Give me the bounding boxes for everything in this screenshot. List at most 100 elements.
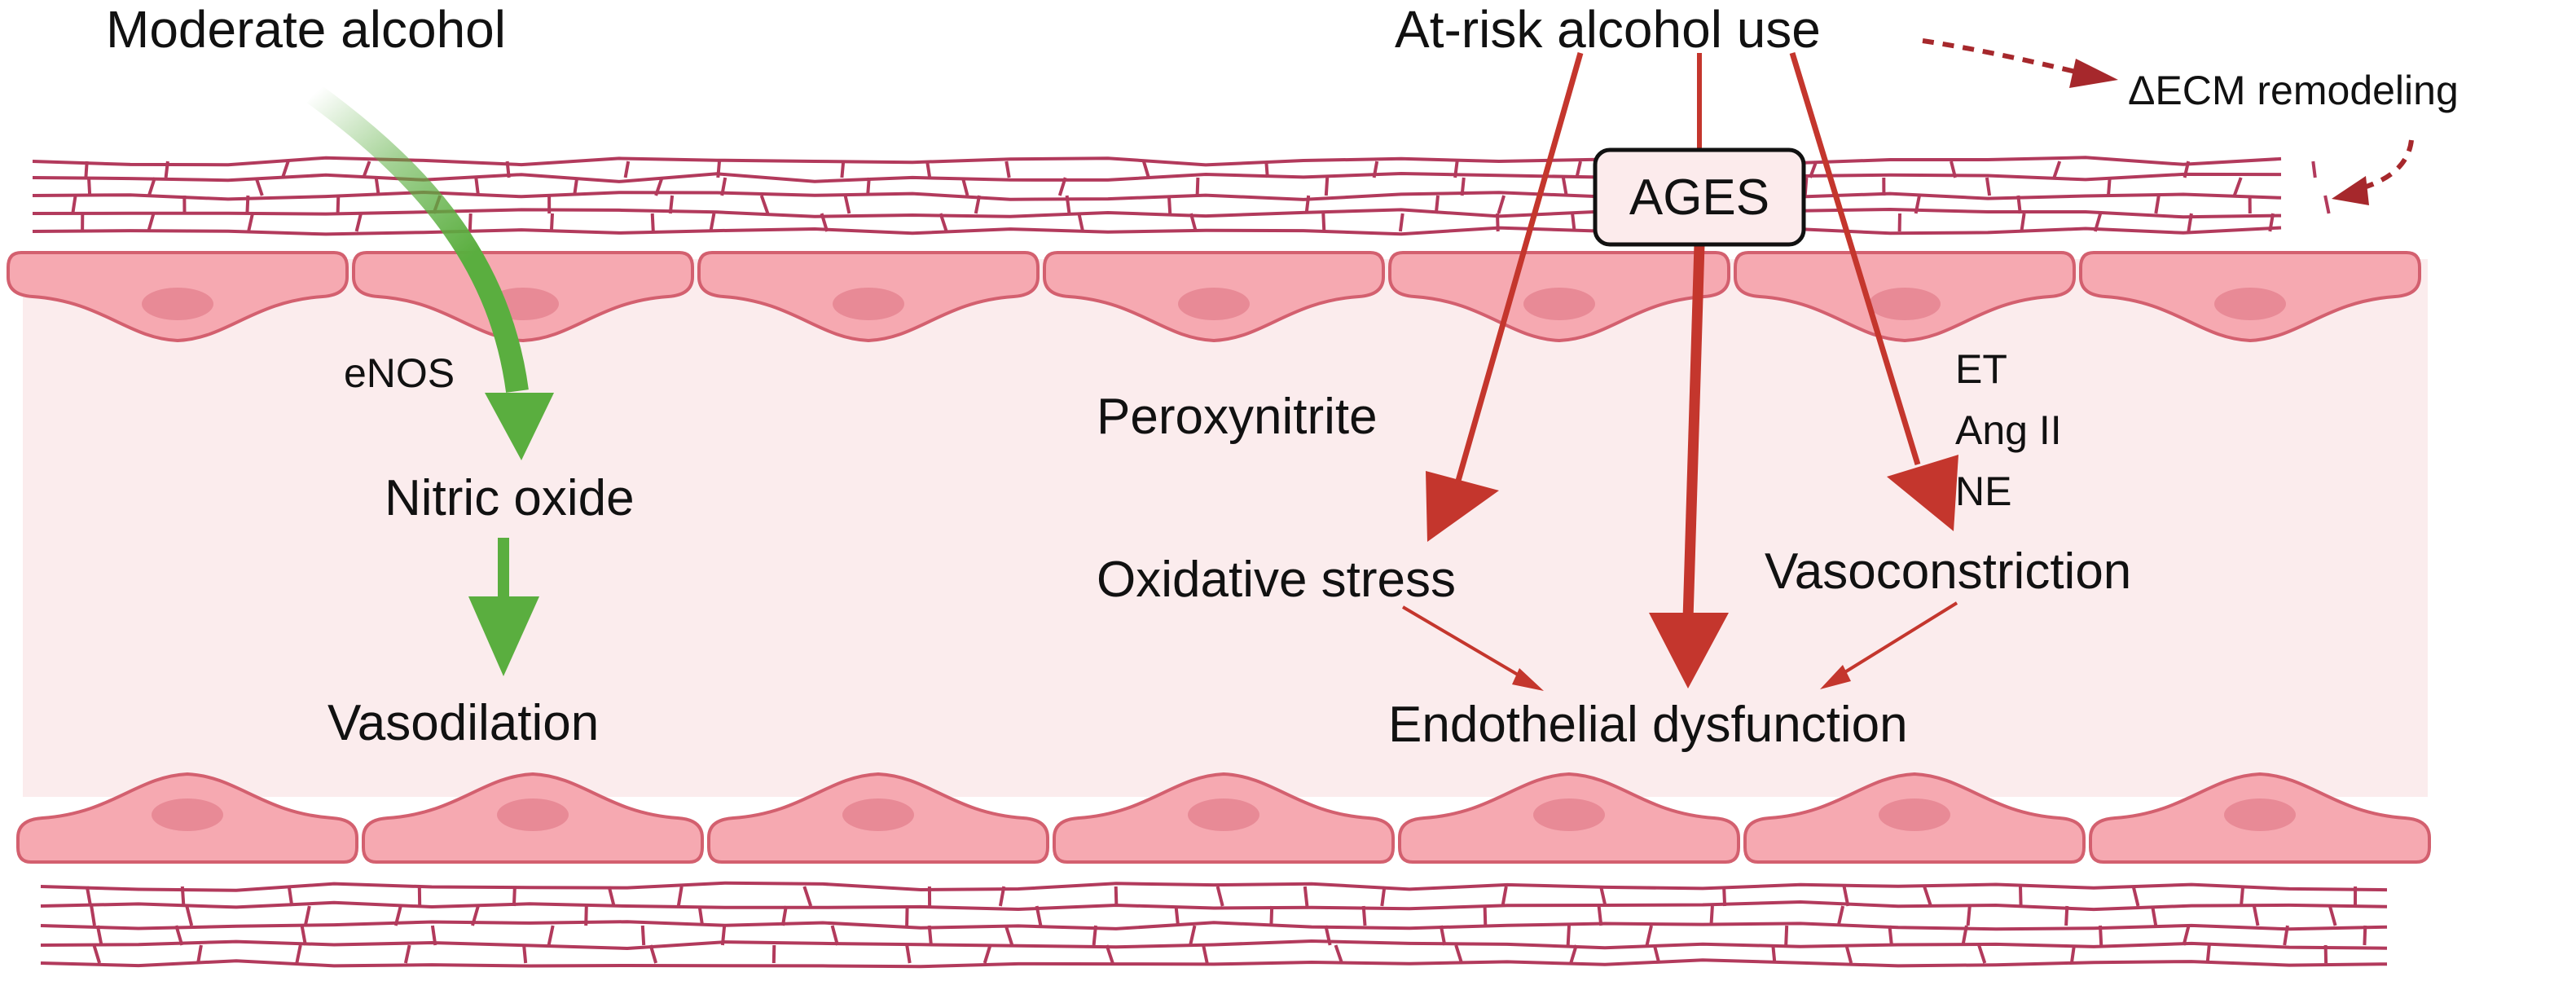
ecm-crosslink xyxy=(362,161,371,178)
ecm-crosslink xyxy=(830,925,839,946)
ecm-crosslink xyxy=(905,944,912,964)
ecm-crosslink xyxy=(336,195,341,214)
ecm-crosslink xyxy=(303,905,311,926)
ecm-crosslink xyxy=(1561,177,1568,196)
ecm-crosslink xyxy=(607,886,616,907)
ecm-crosslink xyxy=(287,886,294,907)
cell-nucleus xyxy=(2224,798,2296,831)
oxidative-stress-arrowhead xyxy=(1426,471,1499,542)
ecm-crosslink xyxy=(1167,195,1172,214)
cell-nucleus xyxy=(2214,288,2286,320)
et-label: ET xyxy=(1955,346,2007,392)
peroxynitrite-label: Peroxynitrite xyxy=(1097,389,1378,445)
ecm-fibers-top xyxy=(32,156,2331,236)
ecm-crosslink xyxy=(771,944,776,964)
cell-nucleus xyxy=(1523,288,1595,320)
ecm-crosslink xyxy=(1497,195,1506,214)
ecm-fiber xyxy=(40,920,2388,931)
vasoconstriction-label: Vasoconstriction xyxy=(1765,543,2131,600)
ecm-crosslink xyxy=(1966,905,1972,926)
vasoconstriction-to-dysfunction-line xyxy=(1831,601,1958,681)
ages-to-dysfunction-arrowhead xyxy=(1649,613,1729,688)
ecm-crosslink xyxy=(1202,944,1209,964)
ecm-crosslink xyxy=(354,213,363,232)
cell-nucleus xyxy=(1879,798,1950,831)
vasodilation-label: Vasodilation xyxy=(327,695,599,751)
oxidative-to-dysfunction-line xyxy=(1401,605,1533,684)
nitric-oxide-label: Nitric oxide xyxy=(385,470,635,526)
ecm-crosslink xyxy=(939,213,948,232)
ecm-crosslink xyxy=(2363,925,2367,946)
ecm-crosslink xyxy=(1215,886,1224,907)
ecm-crosslink xyxy=(2131,886,2140,907)
ecm-fiber xyxy=(32,207,2282,219)
at-risk-alcohol-use-label: At-risk alcohol use xyxy=(1395,0,1821,59)
ecm-crosslink xyxy=(2323,195,2331,214)
ecm-crosslink xyxy=(1334,944,1343,964)
ecm-crosslink xyxy=(1836,905,1845,926)
cell-nucleus xyxy=(1869,288,1941,320)
ecm-crosslink xyxy=(1645,925,1653,946)
ecm-crosslink xyxy=(1189,213,1198,232)
ecm-crosslink xyxy=(1501,886,1508,907)
ecm-fiber xyxy=(32,190,2282,201)
ecm-crosslink xyxy=(866,177,871,196)
oxidative-to-dysfunction-arrowhead xyxy=(1512,668,1544,691)
ecm-crosslink xyxy=(90,905,96,926)
ecm-crosslink xyxy=(998,886,1006,907)
ecm-fibers-bottom xyxy=(40,881,2388,969)
ecm-crosslink xyxy=(1709,905,1714,926)
ecm-crosslink xyxy=(2069,944,2076,964)
ecm-crosslink xyxy=(925,161,932,178)
ecm-crosslink xyxy=(974,195,982,214)
ecm-crosslink xyxy=(2020,213,2026,232)
vasoconstriction-to-dysfunction-arrowhead xyxy=(1820,665,1851,689)
ecm-crosslink xyxy=(2019,886,2023,907)
ecm-crosslink xyxy=(1569,944,1578,964)
vessel-lumen xyxy=(23,259,2428,797)
cell-nucleus xyxy=(1178,288,1250,320)
moderate-alcohol-pathway xyxy=(306,84,554,676)
ecm-crosslink xyxy=(1004,925,1014,946)
ages-label: AGES xyxy=(1629,169,1769,226)
moderate-alcohol-label: Moderate alcohol xyxy=(106,0,506,59)
ecm-crosslink xyxy=(573,177,579,196)
ecm-crosslink xyxy=(1065,195,1071,214)
ecm-crosslink xyxy=(1961,925,1968,946)
at-risk-to-ecm-arrowhead xyxy=(2069,59,2118,88)
ecm-crosslink xyxy=(2107,177,2112,196)
nitric-oxide-arrowhead xyxy=(468,596,539,676)
ecm-crosslink xyxy=(2283,925,2289,946)
at-risk-to-vasoconstriction-line xyxy=(1789,51,1921,466)
ecm-crosslink xyxy=(2182,925,2191,946)
ecm-remodeling-label: ΔECM remodeling xyxy=(2128,68,2459,113)
ecm-crosslink xyxy=(1141,161,1150,178)
endothelial-layer-bottom xyxy=(16,772,2431,864)
ecm-crosslink xyxy=(1321,213,1326,232)
cell-nucleus xyxy=(842,798,914,831)
at-risk-to-ecm-dashed-arrow xyxy=(1922,38,2083,76)
ecm-crosslink xyxy=(1398,213,1404,232)
ecm-crosslink xyxy=(843,195,851,214)
ecm-to-matrix-arrowhead xyxy=(2332,176,2369,205)
ecm-crosslink xyxy=(403,944,411,964)
cell-nucleus xyxy=(833,288,904,320)
ecm-crosslink xyxy=(1454,944,1464,964)
ecm-crosslink xyxy=(95,925,103,946)
ecm-crosslink xyxy=(640,925,646,946)
cell-nucleus xyxy=(152,798,223,831)
ecm-crosslink xyxy=(927,925,933,946)
ecm-fiber xyxy=(40,939,2388,951)
ages-box xyxy=(1593,147,1806,247)
ecm-to-matrix-dashed-arrow xyxy=(2358,139,2414,191)
ecm-crosslink xyxy=(982,944,992,964)
ecm-crosslink xyxy=(1380,886,1387,907)
ecm-crosslink xyxy=(1092,925,1097,946)
cell-nucleus xyxy=(142,288,213,320)
cell-nucleus xyxy=(1533,798,1605,831)
ecm-crosslink xyxy=(676,886,684,907)
ecm-crosslink xyxy=(2252,905,2260,926)
ecm-crosslink xyxy=(1652,944,1661,964)
ecm-crosslink xyxy=(1114,886,1119,907)
ecm-crosslink xyxy=(1303,886,1309,907)
